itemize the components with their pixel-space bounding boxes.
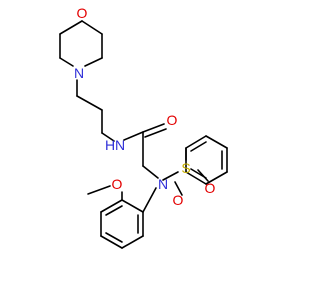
methoxy-oxygen-label: O [112, 176, 123, 192]
bond-aromatic-inner [105, 205, 123, 216]
sulfonyl-oxygen-label: O [205, 180, 216, 196]
bond-n-aryl [142, 187, 157, 213]
bond-morpholine [84, 57, 103, 67]
bond-s-o [174, 181, 183, 196]
morpholine-nitrogen-label: N [74, 65, 84, 81]
atom-labels: O N N H O N S O O O [74, 5, 216, 208]
bonds [59, 20, 228, 249]
bond-linker [101, 132, 115, 142]
bond-aromatic [100, 235, 123, 249]
bond-aromatic [205, 135, 228, 149]
bond-aromatic-inner [190, 141, 207, 152]
bond-carbonyl [142, 123, 165, 133]
bond-aromatic-inner [190, 168, 207, 179]
amide-nitrogen-label: N [115, 137, 125, 153]
bond-morpholine [59, 57, 74, 67]
bond-aromatic [185, 171, 207, 185]
bond-aromatic [100, 199, 123, 213]
carbonyl-oxygen-label: O [167, 112, 178, 128]
bond-carbonyl-double [144, 128, 167, 138]
sulfur-label: S [181, 160, 190, 176]
bond-ch2-n [142, 165, 159, 179]
sulfonamide-nitrogen-label: N [158, 176, 168, 192]
molecule-canvas: O N N H O N S O O O [59, 5, 228, 249]
morpholine-oxygen-label: O [77, 5, 88, 21]
sulfonyl-oxygen-label: O [173, 192, 184, 208]
bond-morpholine [81, 20, 103, 35]
bond-n-s [162, 171, 179, 181]
structure-drawing: O N N H O N S O O O [59, 5, 228, 249]
bond-aromatic [185, 135, 207, 149]
bond-aromatic-inner [105, 232, 123, 243]
bond-aromatic [121, 235, 144, 249]
bond-linker [76, 95, 103, 111]
bond-morpholine [59, 20, 83, 35]
bond-aromatic [205, 171, 228, 185]
bond-aromatic [121, 199, 144, 213]
amide-hydrogen-label: H [105, 137, 115, 153]
bond-amide [123, 131, 144, 141]
bond-o-ch3 [87, 185, 111, 195]
